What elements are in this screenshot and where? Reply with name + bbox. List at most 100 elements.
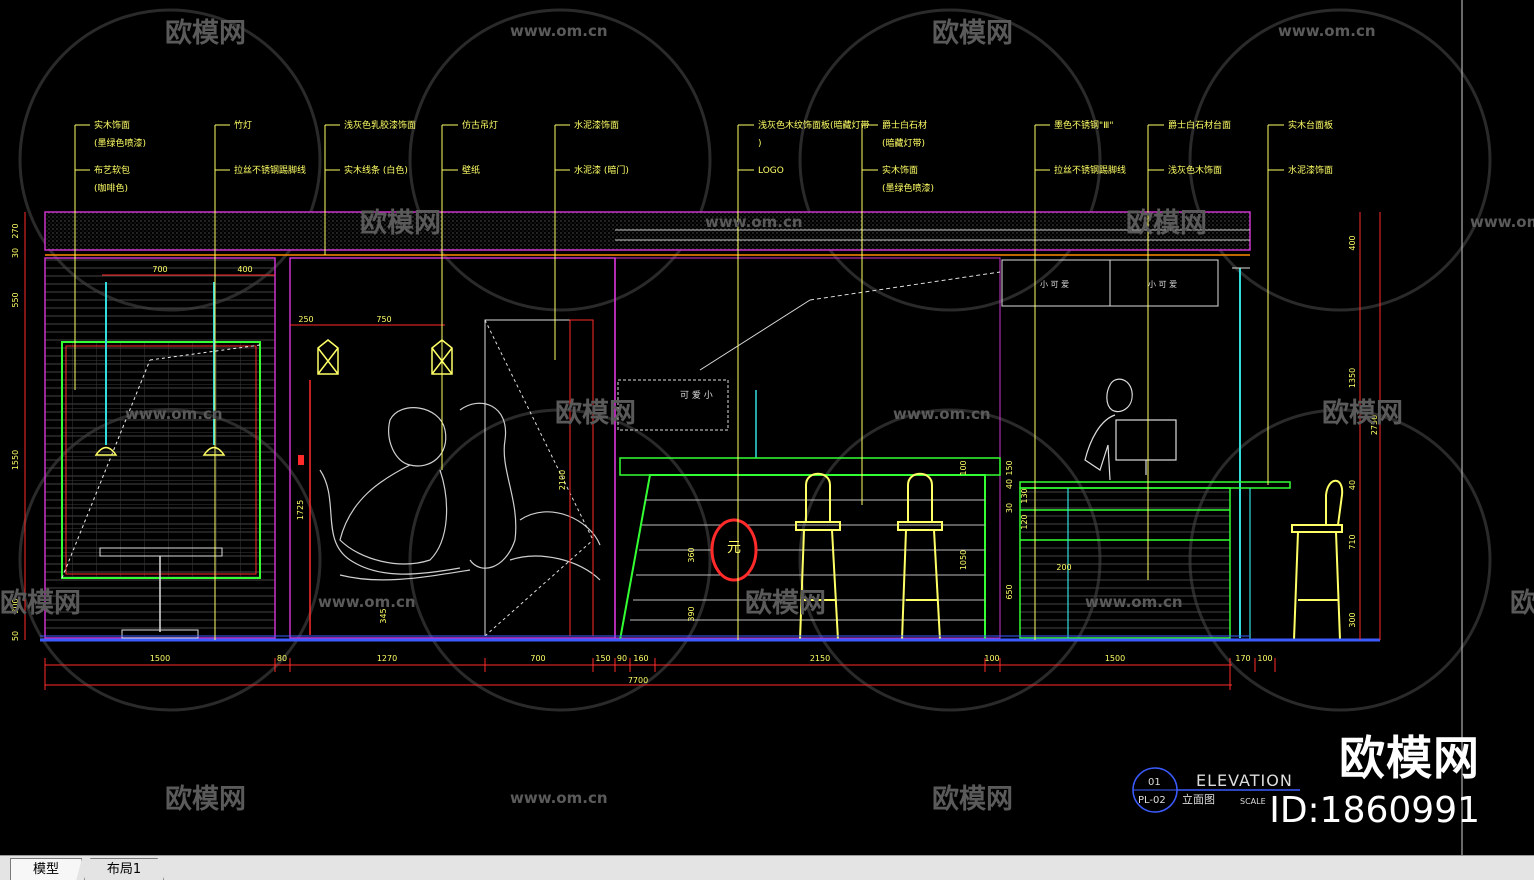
wm-brand-2: 欧模网 xyxy=(932,18,1013,49)
dim-right-total: 2750 xyxy=(1370,415,1379,435)
wm-url-7: www.om.cn xyxy=(318,593,416,611)
callout-22: 实木台面板 xyxy=(1288,119,1333,131)
callout-21: 浅灰色木饰面 xyxy=(1168,164,1222,176)
dim-bottom-1: 1500 xyxy=(150,654,170,663)
title-subtitle: 立面图 xyxy=(1182,792,1215,806)
watermark-brand-large: 欧模网 xyxy=(1339,731,1480,785)
wm-brand-4: 欧模网 xyxy=(1126,208,1207,239)
dim-bottom-2: 80 xyxy=(277,654,287,663)
callout-6: 实木线条 (白色) xyxy=(344,164,408,176)
dim-int-12: 150 xyxy=(1005,460,1014,475)
dim-int-2: 400 xyxy=(237,265,252,274)
cad-drawing: 可 爱 小 元 小 可 爱 小 可 爱 xyxy=(0,0,1534,855)
title-elevation: ELEVATION xyxy=(1196,771,1293,790)
wm-url-2: www.om.cn xyxy=(1278,22,1376,40)
wm-url-8: www.om.cn xyxy=(1085,593,1183,611)
callout-2-sub: (咖啡色) xyxy=(94,182,128,194)
tab-layout-1[interactable]: 布局1 xyxy=(84,858,164,880)
wm-brand-8: 欧模网 xyxy=(745,588,826,619)
wm-brand-9: 欧模网 xyxy=(1510,588,1534,619)
wm-url-6: www.om.cn xyxy=(893,405,991,423)
callout-15: (暗藏灯带) xyxy=(882,137,925,149)
title-scale: SCALE xyxy=(1240,797,1266,806)
wm-brand-5: 欧模网 xyxy=(555,398,636,429)
callout-2: 布艺软包 xyxy=(94,164,130,176)
callout-4: 拉丝不锈钢踢脚线 xyxy=(234,164,306,176)
dim-bottom-5: 150 xyxy=(595,654,610,663)
wm-url-1: www.om.cn xyxy=(510,22,608,40)
dim-bottom-3: 1270 xyxy=(377,654,397,663)
callout-10: 水泥漆 (暗门) xyxy=(574,164,629,176)
dim-int-6: 2100 xyxy=(558,470,567,490)
tab-model[interactable]: 模型 xyxy=(10,858,82,880)
callout-16: 实木饰面 xyxy=(882,164,918,176)
dim-int-16: 30 xyxy=(1005,503,1014,513)
callout-13: LOGO xyxy=(758,166,784,176)
dim-int-9: 390 xyxy=(687,606,696,621)
bar-logo: 元 xyxy=(727,540,741,556)
callout-23: 水泥漆饰面 xyxy=(1288,164,1333,176)
wm-brand-3: 欧模网 xyxy=(360,208,441,239)
callout-12: ) xyxy=(758,139,762,149)
dim-int-4: 750 xyxy=(376,315,391,324)
watermark-id: ID:1860991 xyxy=(1269,790,1480,831)
callout-1: 实木饰面 xyxy=(94,119,130,131)
dim-right-5: 300 xyxy=(1348,612,1357,627)
sign-text: 可 爱 小 xyxy=(680,390,713,401)
dim-int-7: 345 xyxy=(379,608,388,623)
dim-int-11: 1050 xyxy=(959,550,968,570)
wm-brand-10: 欧模网 xyxy=(165,784,246,815)
dim-left-6: 50 xyxy=(11,631,20,641)
dim-left-1: 270 xyxy=(11,223,20,238)
dim-int-17: 650 xyxy=(1005,584,1014,599)
wm-url-5: www.om.cn xyxy=(125,405,223,423)
title-number: 01 xyxy=(1148,777,1161,788)
callout-11: 浅灰色木纹饰面板(暗藏灯带 xyxy=(758,119,870,131)
dim-left-2: 30 xyxy=(11,248,20,258)
dim-int-13: 40 xyxy=(1005,479,1014,489)
dim-left-4: 1550 xyxy=(11,450,20,470)
dim-bottom-8: 2150 xyxy=(810,654,830,663)
shelf-label-2: 小 可 爱 xyxy=(1148,280,1177,289)
dim-bottom-11: 170 xyxy=(1235,654,1250,663)
callout-8: 壁纸 xyxy=(462,164,480,176)
dim-bottom-4: 700 xyxy=(530,654,545,663)
wm-brand-11: 欧模网 xyxy=(932,784,1013,815)
wm-url-4: www.om.cn xyxy=(1470,213,1534,231)
dim-int-1: 700 xyxy=(152,265,167,274)
dim-int-18: 200 xyxy=(1056,563,1071,572)
callout-5: 浅灰色乳胶漆饰面 xyxy=(344,119,416,131)
dim-right-4: 710 xyxy=(1348,534,1357,549)
dim-right-2: 1350 xyxy=(1348,368,1357,388)
dim-int-8: 360 xyxy=(687,547,696,562)
wm-url-3: www.om.cn xyxy=(705,213,803,231)
dim-int-3: 250 xyxy=(298,315,313,324)
callout-17: (墨绿色喷漆) xyxy=(882,182,934,194)
dim-int-10: 100 xyxy=(959,460,968,475)
callout-18: 墨色不锈钢"Ⅲ" xyxy=(1054,119,1114,131)
dim-right-1: 400 xyxy=(1348,235,1357,250)
model-space-canvas[interactable]: 可 爱 小 元 小 可 爱 小 可 爱 xyxy=(0,0,1534,855)
callout-19: 拉丝不锈钢踢脚线 xyxy=(1054,164,1126,176)
wm-url-9: www.om.cn xyxy=(510,789,608,807)
dim-int-5: 1725 xyxy=(296,500,305,520)
wm-brand-7: 欧模网 xyxy=(0,588,81,619)
callout-20: 爵士白石材台面 xyxy=(1168,119,1231,131)
wm-brand-1: 欧模网 xyxy=(165,18,246,49)
dim-total: 7700 xyxy=(628,676,648,685)
dim-bottom-10: 1500 xyxy=(1105,654,1125,663)
callout-9: 水泥漆饰面 xyxy=(574,119,619,131)
dim-left-5: 300 xyxy=(11,598,20,613)
shelf-label-1: 小 可 爱 xyxy=(1040,280,1069,289)
callout-14: 爵士白石材 xyxy=(882,119,927,131)
dim-right-3: 40 xyxy=(1348,480,1357,490)
dim-bottom-9: 100 xyxy=(984,654,999,663)
dim-int-15: 120 xyxy=(1020,514,1029,529)
wm-brand-6: 欧模网 xyxy=(1322,398,1403,429)
callout-7: 仿古吊灯 xyxy=(462,119,498,131)
callout-1-sub: (墨绿色喷漆) xyxy=(94,137,146,149)
dim-bottom-7: 160 xyxy=(633,654,648,663)
layout-tab-bar: 模型 布局1 xyxy=(0,855,1534,880)
dim-left-3: 550 xyxy=(11,292,20,307)
dim-bottom-6: 90 xyxy=(617,654,627,663)
